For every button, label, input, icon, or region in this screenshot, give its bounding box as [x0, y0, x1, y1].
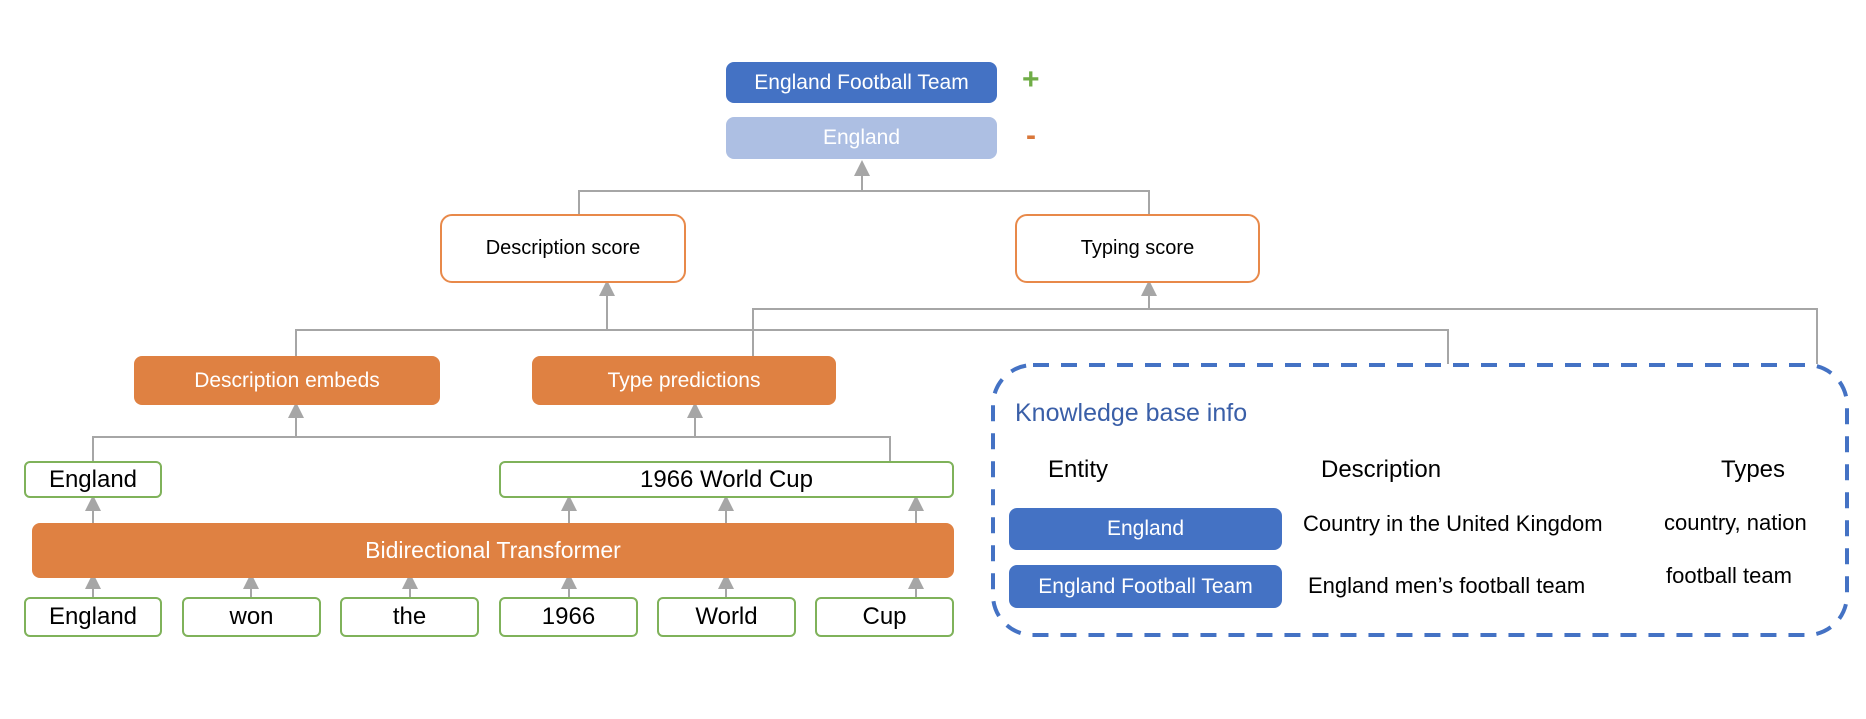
token-box: 1966 [499, 597, 638, 637]
knowledge-base-title: Knowledge base info [1015, 399, 1248, 427]
mention-box: 1966 World Cup [499, 461, 954, 498]
kb-types: football team [1666, 563, 1792, 588]
description-embeds: Description embeds [134, 356, 440, 405]
negative-candidate: England [726, 117, 997, 159]
type-predictions: Type predictions [532, 356, 836, 405]
token-box: England [24, 597, 162, 637]
plus-icon: + [1022, 63, 1040, 96]
token-box: the [340, 597, 479, 637]
kb-types: country, nation [1664, 510, 1807, 535]
header-description: Description [1321, 456, 1442, 483]
kb-description: England men’s football team [1308, 573, 1586, 598]
kb-description: Country in the United Kingdom [1303, 511, 1603, 536]
token-box: won [182, 597, 321, 637]
mention-box: England [24, 461, 162, 498]
minus-icon: - [1026, 119, 1036, 152]
kb-entity-england-football-team: England Football Team [1009, 565, 1282, 608]
kb-entity-england: England [1009, 508, 1282, 550]
positive-candidate: England Football Team [726, 62, 997, 103]
description-score: Description score [440, 214, 686, 283]
header-types: Types [1721, 456, 1786, 483]
header-entity: Entity [1048, 456, 1109, 483]
token-box: World [657, 597, 796, 637]
knowledge-base-border [991, 363, 1849, 637]
typing-score: Typing score [1015, 214, 1260, 283]
token-box: Cup [815, 597, 954, 637]
bidirectional-transformer: Bidirectional Transformer [32, 523, 954, 578]
